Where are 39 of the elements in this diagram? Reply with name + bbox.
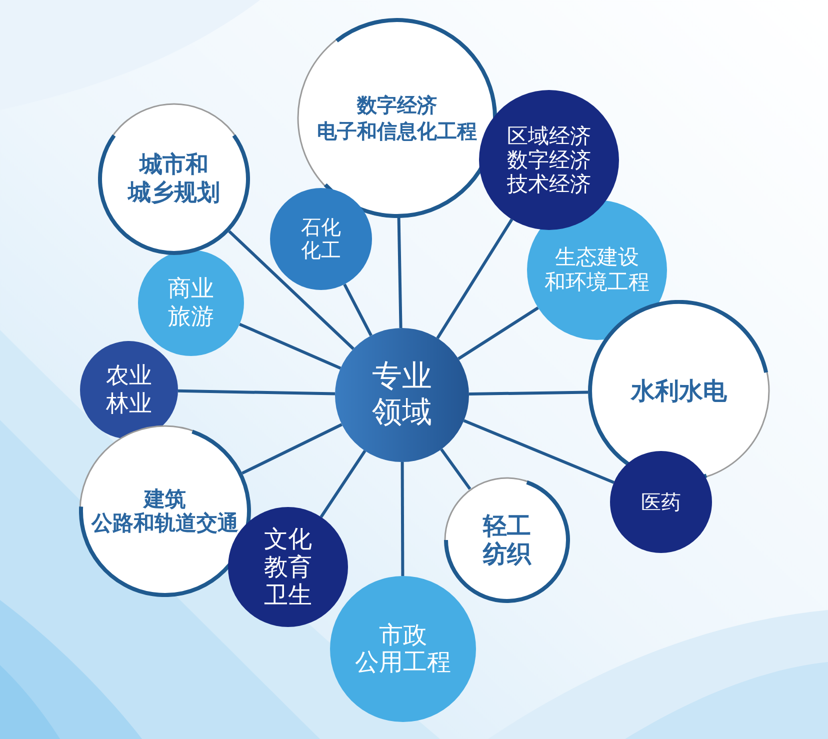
topic-circle bbox=[297, 18, 497, 218]
hub-circle bbox=[335, 328, 469, 462]
topic-circle bbox=[330, 576, 476, 722]
topic-circle bbox=[444, 477, 570, 603]
connector-line bbox=[468, 390, 588, 396]
topic-label: 数字经济电子和信息化工程 bbox=[317, 92, 477, 144]
connector-line bbox=[239, 322, 342, 370]
topic-label: 石化化工 bbox=[301, 216, 341, 262]
topic-label: 农业林业 bbox=[106, 362, 152, 418]
topic-circle bbox=[79, 425, 251, 597]
connector-line bbox=[343, 284, 372, 336]
connector-line bbox=[400, 462, 404, 576]
topic-label: 城市和城乡规划 bbox=[128, 151, 220, 207]
topic-label: 轻工纺织 bbox=[483, 512, 531, 568]
topic-label: 生态建设和环境工程 bbox=[544, 245, 650, 295]
topic-label: 区域经济数字经济技术经济 bbox=[507, 124, 591, 196]
topic-label: 市政公用工程 bbox=[355, 622, 451, 676]
connector-line bbox=[320, 450, 366, 518]
connector-line bbox=[463, 419, 614, 484]
connector-line bbox=[178, 389, 336, 396]
hub-label: 专业领域 bbox=[372, 359, 432, 431]
topic-circle bbox=[98, 103, 250, 255]
connector-line bbox=[397, 218, 402, 328]
topic-label: 医药 bbox=[641, 490, 681, 514]
topic-label: 建筑公路和轨道交通 bbox=[92, 487, 238, 535]
topic-circle bbox=[80, 341, 178, 439]
topic-label: 文化教育卫生 bbox=[264, 525, 312, 609]
topic-circle bbox=[270, 188, 372, 290]
topic-label: 水利水电 bbox=[631, 377, 727, 405]
connector-line bbox=[436, 218, 514, 339]
connector-line bbox=[242, 423, 342, 475]
topic-circle bbox=[479, 90, 619, 230]
topic-circle bbox=[527, 200, 667, 340]
topic-circle bbox=[610, 451, 712, 553]
connector-line bbox=[458, 306, 539, 360]
connector-line bbox=[228, 230, 354, 350]
connector-line bbox=[440, 448, 472, 490]
topic-label: 商业旅游 bbox=[168, 275, 214, 331]
topic-circle bbox=[138, 250, 244, 356]
